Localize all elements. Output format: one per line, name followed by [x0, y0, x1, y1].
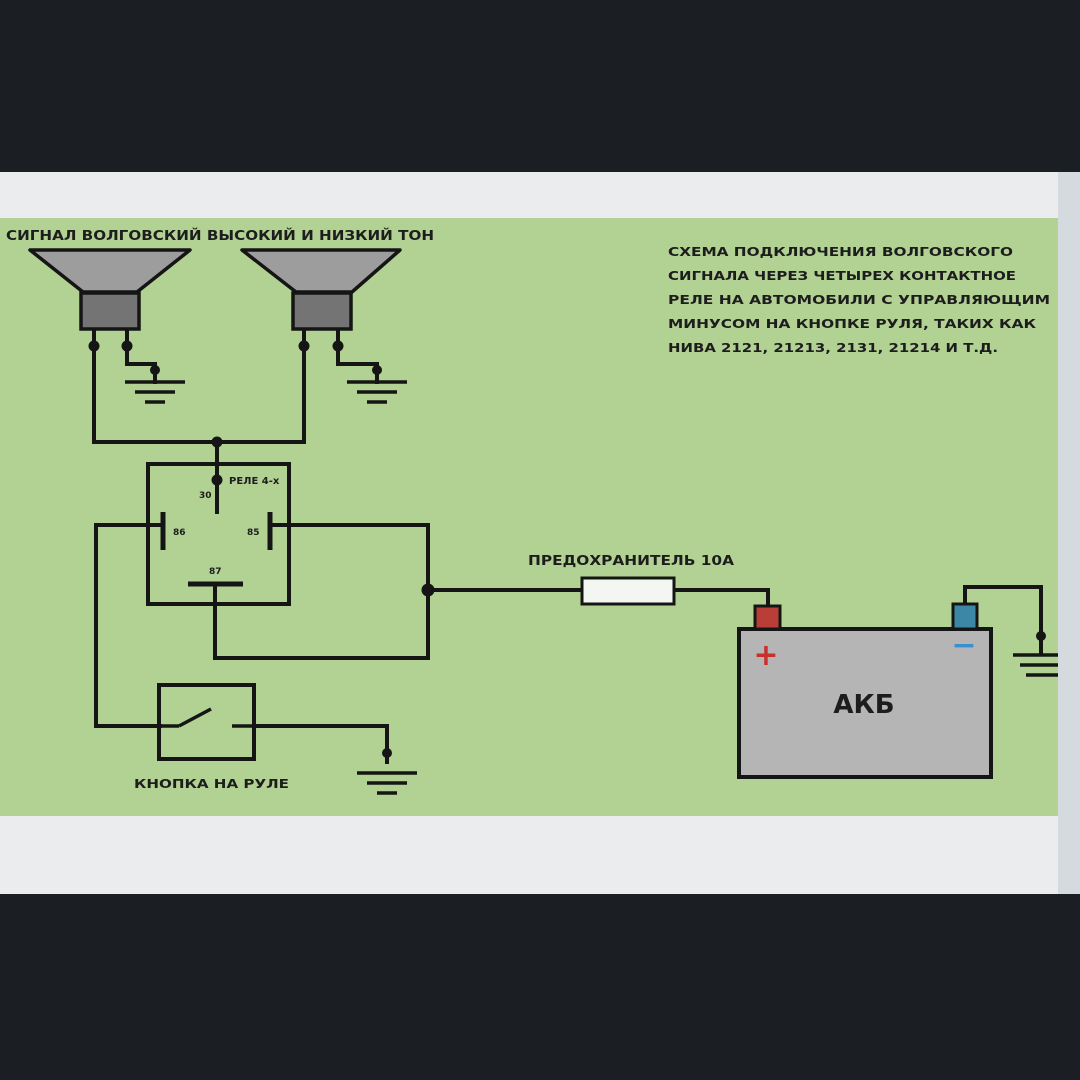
junction-dot [121, 340, 133, 352]
junction-dot [382, 748, 392, 758]
relay-pin-86-label: 86 [173, 528, 186, 538]
battery-minus-sign: − [951, 628, 976, 663]
junction-dot [332, 340, 344, 352]
horn-high-tone [28, 248, 192, 331]
relay-pin-30-label: 30 [199, 491, 212, 501]
description-line-2: СИГНАЛА ЧЕРЕЗ ЧЕТЫРЕХ КОНТАКТНОЕ [668, 268, 1016, 283]
relay-pin-85-label: 85 [247, 528, 260, 538]
wires [92, 328, 1043, 764]
ground-symbol-switch [357, 771, 417, 795]
junction-dot [298, 340, 310, 352]
description-line-4: МИНУСОМ НА КНОПКЕ РУЛЯ, ТАКИХ КАК [668, 316, 1037, 331]
fuse [580, 576, 676, 606]
description-line-1: СХЕМА ПОДКЛЮЧЕНИЯ ВОЛГОВСКОГО [668, 244, 1013, 259]
junction-dot [372, 365, 382, 375]
battery-body [737, 627, 993, 779]
battery-label: АКБ [833, 690, 894, 720]
relay: РЕЛЕ 4-х 30 86 85 87 [146, 462, 291, 606]
description-line-3: РЕЛЕ НА АВТОМОБИЛИ С УПРАВЛЯЮЩИМ [668, 292, 1050, 307]
steering-wheel-button [157, 683, 256, 761]
relay-body [146, 462, 291, 606]
battery-plus-sign: + [753, 638, 778, 673]
junction-dot [421, 583, 435, 597]
battery-plus-terminal [753, 604, 782, 631]
ground-symbol-horn-2 [347, 380, 407, 404]
photo-edge-strip [1058, 172, 1080, 894]
junction-dot [211, 436, 223, 448]
junction-dot [211, 474, 223, 486]
junction-dot [1036, 631, 1046, 641]
horn-low-tone [240, 248, 402, 331]
junction-dot [150, 365, 160, 375]
horn-header-label: СИГНАЛ ВОЛГОВСКИЙ ВЫСОКИЙ И НИЗКИЙ ТОН [6, 227, 434, 244]
junction-dots [88, 340, 1046, 758]
fuse-label: ПРЕДОХРАНИТЕЛЬ 10А [528, 554, 734, 569]
battery: + − АКБ [737, 602, 993, 779]
junction-dot [88, 340, 100, 352]
switch-label: КНОПКА НА РУЛЕ [134, 776, 289, 791]
relay-pin-87-label: 87 [209, 567, 222, 577]
description-block: СХЕМА ПОДКЛЮЧЕНИЯ ВОЛГОВСКОГО СИГНАЛА ЧЕ… [668, 244, 1050, 355]
ground-symbol-horn-1 [125, 380, 185, 404]
description-line-5: НИВА 2121, 21213, 2131, 21214 И Т.Д. [668, 340, 998, 355]
relay-label: РЕЛЕ 4-х [229, 476, 280, 487]
battery-minus-terminal [951, 602, 979, 631]
ground-symbol-battery [1013, 653, 1058, 677]
